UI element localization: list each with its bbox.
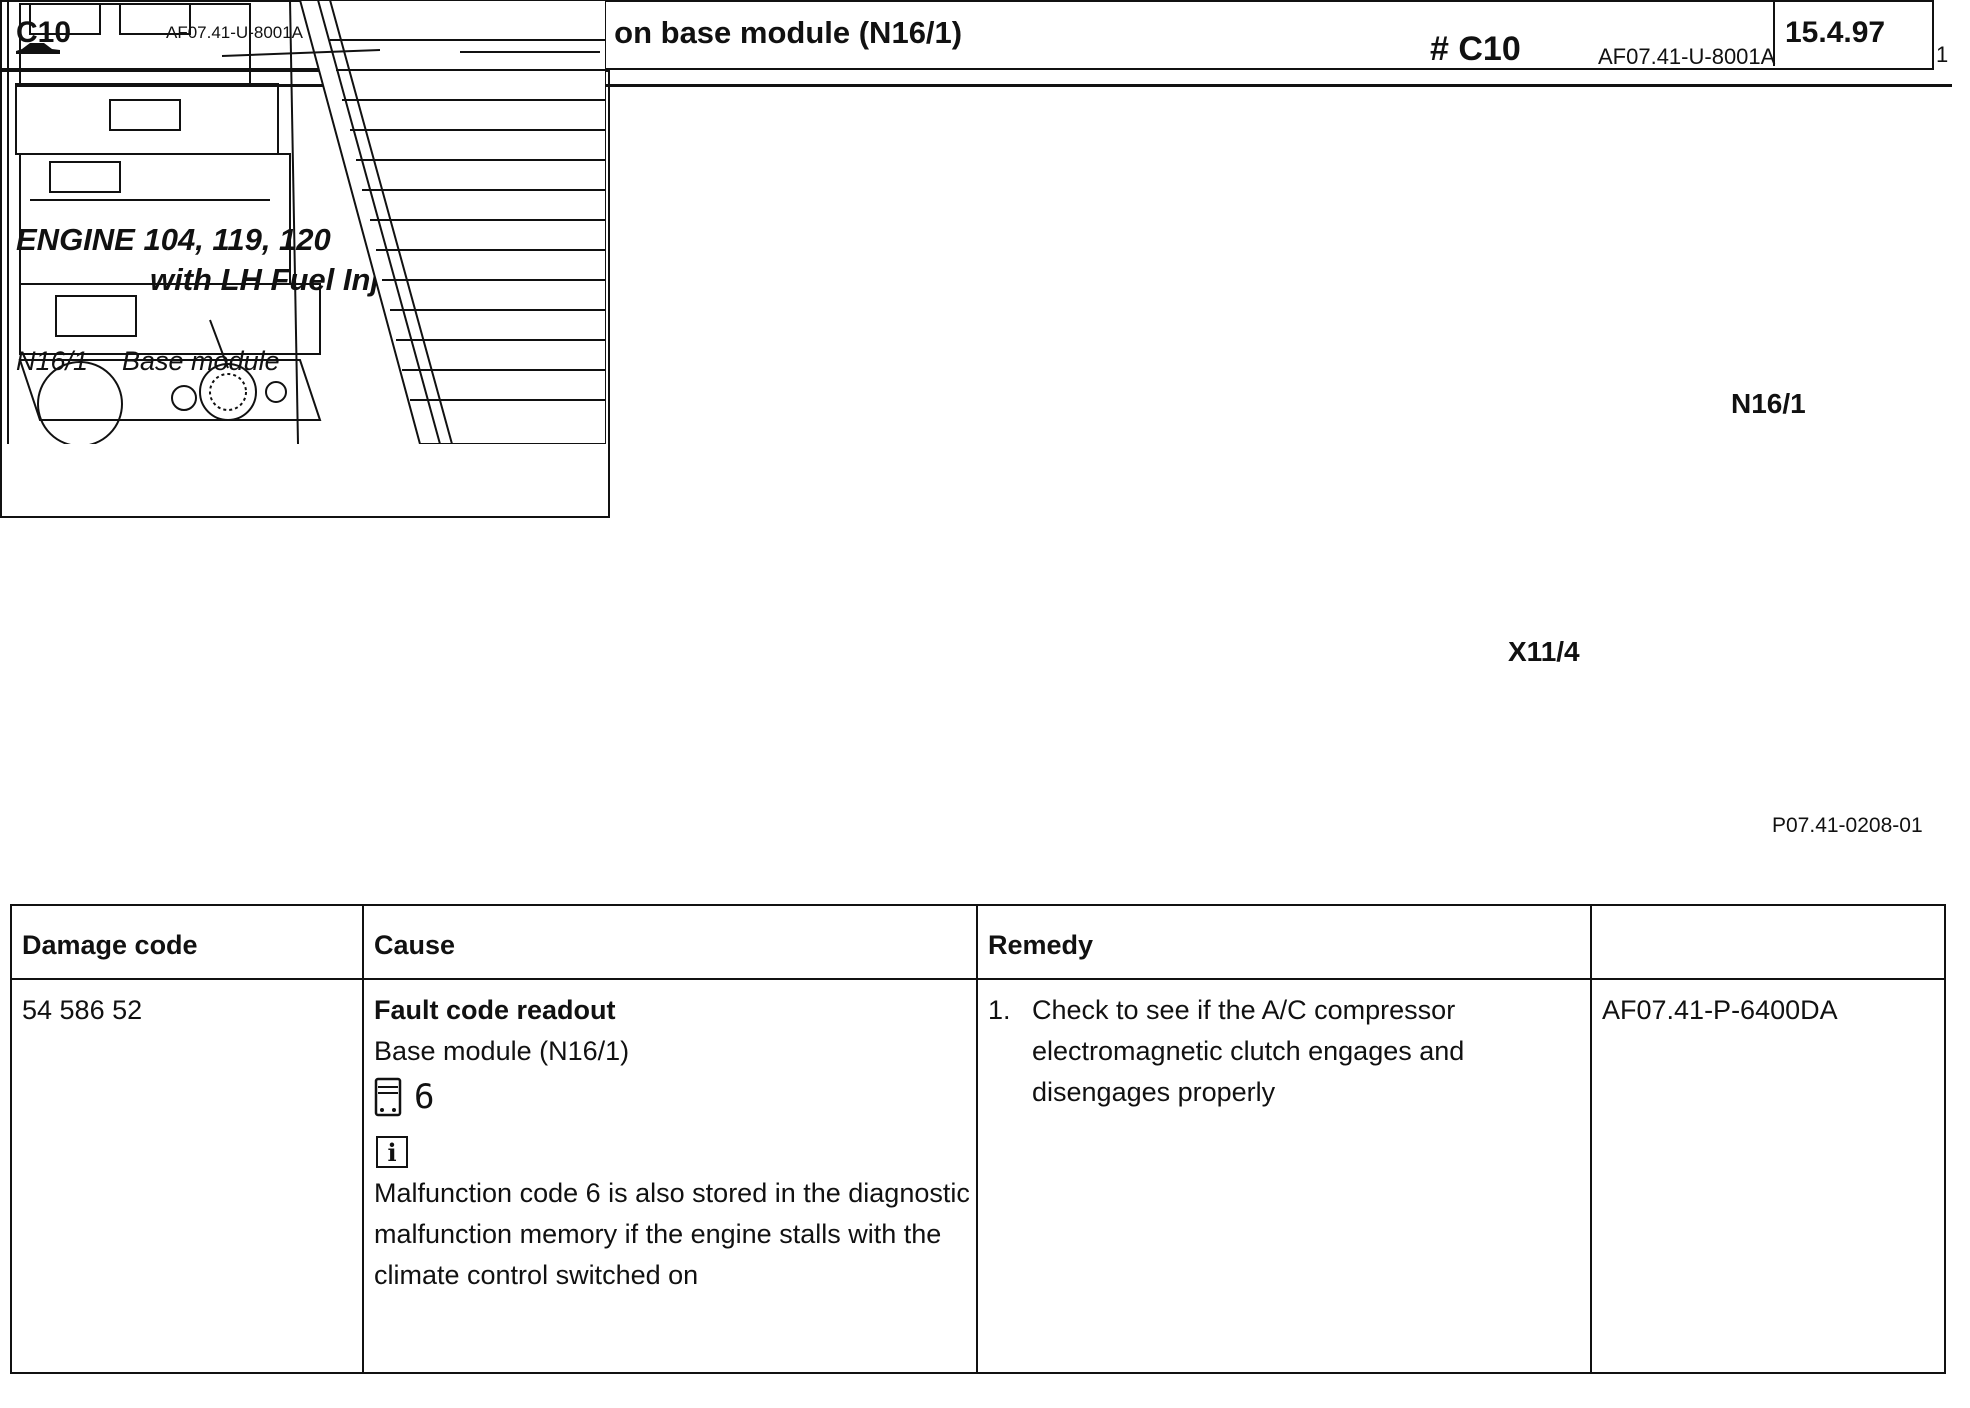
remedy-step-text: Check to see if the A/C compressor elect… <box>1032 995 1465 1107</box>
info-icon: i <box>376 1136 408 1168</box>
header-cause: Cause <box>374 930 456 960</box>
page-number: 1 <box>1936 42 1949 67</box>
table-divider <box>362 906 364 1372</box>
readout-tester-icon <box>374 1077 402 1117</box>
table-row-remedy: 1. Check to see if the A/C compressor el… <box>988 990 1588 1113</box>
header-doc-number: AF07.41-U-8001A <box>1598 44 1776 69</box>
remedy-step-number: 1. <box>988 995 1011 1025</box>
figure-reference: P07.41-0208-01 <box>1772 814 1923 837</box>
header-code: # C10 <box>1430 30 1521 68</box>
diagnostic-table: Damage code Cause Remedy 54 586 52 Fault… <box>10 904 1946 1374</box>
table-row-cause: Fault code readout Base module (N16/1) 6… <box>374 990 974 1296</box>
title-box-code: C10 <box>16 16 72 49</box>
header-rule <box>16 84 1952 87</box>
module-location-figure <box>0 0 610 518</box>
title-box-title-cell: DTC code 6 on base module (N16/1) <box>423 0 1775 66</box>
header-remedy: Remedy <box>988 930 1094 960</box>
fault-code-value: 6 <box>414 1076 435 1117</box>
cause-note: Malfunction code 6 is also stored in the… <box>374 1177 970 1290</box>
car-silhouette-icon <box>16 43 60 54</box>
module-drawing <box>7 0 606 444</box>
figure-label-module: N16/1 <box>1728 388 1809 420</box>
document-date: 15.4.97 <box>1785 16 1886 49</box>
header-damage-code: Damage code <box>22 930 198 960</box>
title-box-code-cell: C10 AF07.41-U-8001A <box>0 0 423 66</box>
table-divider <box>976 906 978 1372</box>
title-box-doc-number: AF07.41-U-8001A <box>166 23 304 42</box>
cause-title: Fault code readout <box>374 995 616 1025</box>
title-box-date-cell: 15.4.97 <box>1775 0 1930 66</box>
table-row-damage-code: 54 586 52 <box>22 995 143 1025</box>
remedy-step: 1. Check to see if the A/C compressor el… <box>988 990 1588 1113</box>
figure-label-connector: X11/4 <box>1508 636 1580 667</box>
table-row-reference: AF07.41-P-6400DA <box>1602 995 1838 1025</box>
fault-code-display: 6 <box>374 1072 974 1122</box>
table-header-rule <box>12 978 1944 980</box>
cause-module: Base module (N16/1) <box>374 1036 630 1066</box>
table-divider <box>1590 906 1592 1372</box>
engine-heading: ENGINE 104, 119, 120 <box>16 222 331 257</box>
